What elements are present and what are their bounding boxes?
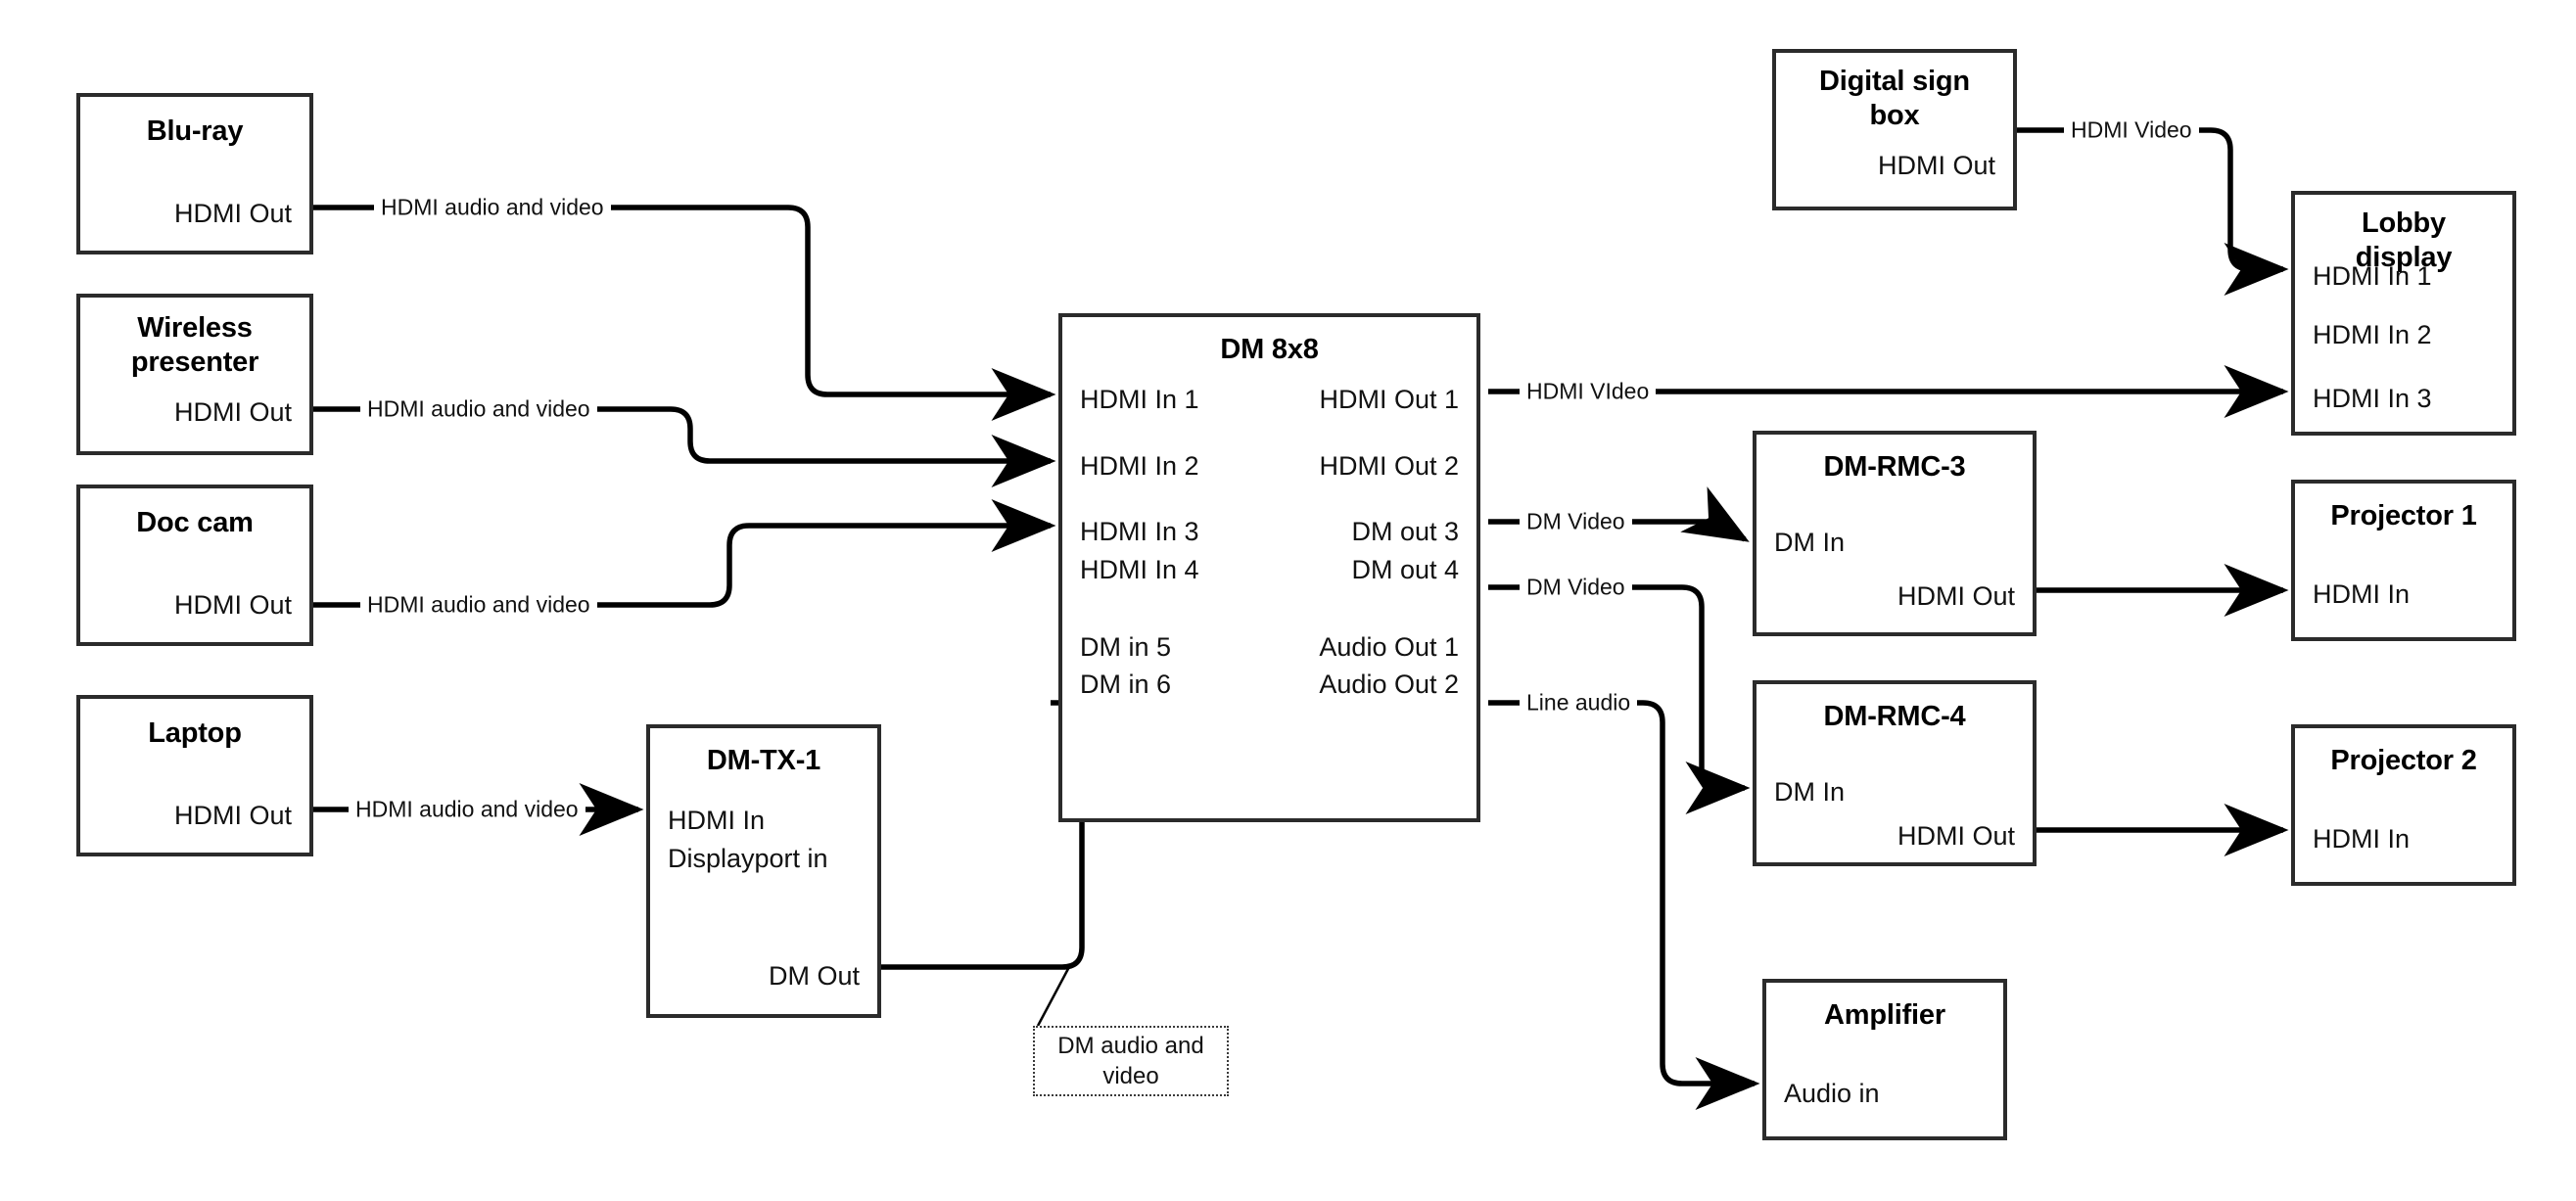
port-hdmi-in[interactable]: HDMI In [2313,579,2411,609]
port-hdmi-in-2[interactable]: HDMI In 2 [2313,320,2432,349]
node-dm-8x8[interactable]: DM 8x8 HDMI In 1 HDMI In 2 HDMI In 3 HDM… [1058,313,1480,822]
node-laptop[interactable]: Laptop HDMI Out [76,695,313,856]
port-hdmi-out[interactable]: HDMI Out [173,397,292,427]
node-title: DM-TX-1 [706,745,821,776]
port-hdmi-out[interactable]: HDMI Out [1877,151,1995,180]
edge-label-dm8x8-out1-to-lobby: HDMI VIdeo [1520,380,1657,403]
port-hdmi-in[interactable]: HDMI In [668,806,766,835]
port-hdmi-out[interactable]: HDMI Out [173,199,292,228]
node-title: DM-RMC-3 [1823,451,1966,483]
edge-label-wireless-to-dm8x8: HDMI audio and video [360,397,597,421]
edge-label-bluray-to-dm8x8: HDMI audio and video [374,196,611,219]
port-dm-out-4[interactable]: DM out 4 [1351,555,1459,584]
port-hdmi-in-3[interactable]: HDMI In 3 [1080,517,1199,546]
port-audio-out-2[interactable]: Audio Out 2 [1319,670,1459,699]
port-hdmi-in[interactable]: HDMI In [2313,824,2411,854]
port-hdmi-out-2[interactable]: HDMI Out 2 [1319,451,1459,481]
edge-label-doccam-to-dm8x8: HDMI audio and video [360,593,597,617]
edge-label-sign-to-lobby: HDMI Video [2064,118,2199,142]
node-dm-rmc-3[interactable]: DM-RMC-3 DM In HDMI Out [1753,431,2037,636]
port-dm-out-3[interactable]: DM out 3 [1351,517,1459,546]
node-title: Laptop [148,717,242,749]
port-hdmi-out-1[interactable]: HDMI Out 1 [1319,385,1459,414]
edge-label-dm8x8-out4-to-rmc4: DM Video [1520,576,1632,599]
node-title: Doc cam [136,507,254,538]
wire-dm8x8-audio-to-amplifier [1488,700,1760,1110]
callout-dm-audio-and-video: DM audio and video [1033,1026,1229,1096]
port-dm-in[interactable]: DM In [1774,777,1846,807]
node-title: Blu-ray [146,115,244,147]
port-dm-in-5[interactable]: DM in 5 [1080,632,1172,662]
callout-leader-line [1036,964,1072,1027]
node-doc-cam[interactable]: Doc cam HDMI Out [76,485,313,646]
wire-bluray-to-dm8x8 [313,205,1056,421]
port-hdmi-out[interactable]: HDMI Out [173,801,292,830]
node-title: Digital sign box [1819,66,1970,132]
node-title: Wireless presenter [130,312,259,379]
port-hdmi-in-2[interactable]: HDMI In 2 [1080,451,1199,481]
node-title: Projector 2 [2330,745,2477,776]
port-dm-in[interactable]: DM In [1774,528,1846,557]
node-title: DM-RMC-4 [1823,701,1966,732]
node-projector-2[interactable]: Projector 2 HDMI In [2291,724,2516,886]
node-digital-sign-box[interactable]: Digital sign box HDMI Out [1772,49,2017,210]
port-hdmi-in-3[interactable]: HDMI In 3 [2313,384,2432,413]
port-dm-in-6[interactable]: DM in 6 [1080,670,1172,699]
node-projector-1[interactable]: Projector 1 HDMI In [2291,480,2516,641]
edge-label-dm8x8-audio-to-amplifier: Line audio [1520,691,1638,715]
port-dm-out[interactable]: DM Out [768,961,860,991]
edge-label-dm8x8-out3-to-rmc3: DM Video [1520,510,1632,533]
node-dm-tx-1[interactable]: DM-TX-1 HDMI In Displayport in DM Out [646,724,881,1018]
node-title: Projector 1 [2330,500,2477,531]
wire-sign-to-lobby [2017,127,2289,296]
port-hdmi-out[interactable]: HDMI Out [1897,581,2015,611]
wire-dm8x8-out4-to-rmc4 [1488,584,1751,814]
port-displayport-in[interactable]: Displayport in [668,844,828,873]
port-hdmi-in-1[interactable]: HDMI In 1 [1080,385,1199,414]
node-title: DM 8x8 [1220,334,1319,365]
node-bluray[interactable]: Blu-ray HDMI Out [76,93,313,254]
node-lobby-display[interactable]: Lobby display HDMI In 1 HDMI In 2 HDMI I… [2291,191,2516,436]
node-dm-rmc-4[interactable]: DM-RMC-4 DM In HDMI Out [1753,680,2037,866]
port-audio-out-1[interactable]: Audio Out 1 [1319,632,1459,662]
port-hdmi-in-4[interactable]: HDMI In 4 [1080,555,1199,584]
port-hdmi-out[interactable]: HDMI Out [173,590,292,620]
port-audio-in[interactable]: Audio in [1784,1079,1880,1108]
node-title: Amplifier [1824,999,1945,1031]
edge-label-laptop-to-dmtx1: HDMI audio and video [349,798,585,821]
node-amplifier[interactable]: Amplifier Audio in [1762,979,2007,1140]
port-hdmi-out[interactable]: HDMI Out [1897,821,2015,851]
node-title: Lobby display [2355,208,2453,274]
port-hdmi-in-1[interactable]: HDMI In 1 [2313,261,2432,291]
node-wireless-presenter[interactable]: Wireless presenter HDMI Out [76,294,313,455]
